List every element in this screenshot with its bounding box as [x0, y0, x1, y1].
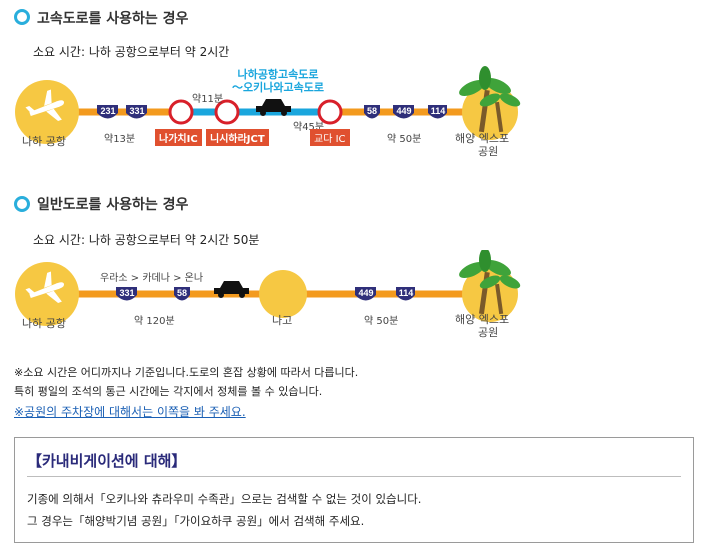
highway-origin-label: 나하 공항 [22, 135, 66, 148]
svg-text:58: 58 [367, 106, 377, 116]
general-dest-label-1: 해양 엑스포 [455, 313, 510, 326]
highway-travel-time: 소요 시간: 나하 공항으로부터 약 2시간 [33, 45, 230, 59]
general-time-left: 약 120분 [134, 316, 175, 327]
general-waypoint-label: 나고 [272, 314, 293, 327]
general-origin-label: 나하 공항 [22, 317, 66, 330]
palm-tree-icon [459, 66, 521, 133]
ic-label-kyoda: 교다 IC [310, 129, 350, 146]
airplane-icon [25, 89, 65, 121]
svg-text:58: 58 [177, 288, 187, 298]
car-nav-info-box: 【카내비게이션에 대해】 기종에 의해서「오키나와 츄라우미 수족관」으로는 검… [14, 437, 694, 543]
route-shield-114: 114 [428, 105, 447, 119]
highway-time-left: 약13분 [104, 134, 136, 145]
ic-label-nishihara: 니시하라JCT [206, 129, 269, 146]
expressway-name: 나하공항고속도로 〜오키나와고속도로 [218, 68, 338, 94]
highway-time-mid: 약45분 [293, 122, 325, 133]
route-shield-331: 331 [126, 105, 147, 119]
palm-tree-icon [459, 250, 521, 315]
general-via-label: 우라소 > 카데나 > 온나 [100, 273, 204, 284]
note-line-1: ※소요 시간은 어디까지나 기준입니다.도로의 혼잡 상황에 따라서 다릅니다. [14, 366, 359, 379]
note-line-2: 특히 평일의 조석의 통근 시간에는 각지에서 정체를 볼 수 있습니다. [14, 385, 323, 398]
airplane-icon [25, 271, 65, 303]
route-shield-331: 331 [116, 287, 137, 301]
route-shield-114: 114 [396, 287, 415, 301]
interchange-marker [317, 99, 343, 125]
highway-time-right: 약 50분 [387, 134, 422, 145]
route-shield-58: 58 [364, 105, 380, 119]
svg-text:331: 331 [129, 106, 144, 116]
highway-dest-label-1: 해양 엑스포 [455, 132, 510, 145]
car-nav-line-2: 그 경우는「해양박기념 공원」「가이요하쿠 공원」에서 검색해 주세요. [27, 514, 365, 528]
route-shield-449: 449 [355, 287, 376, 301]
expressway-name-line2: 〜오키나와고속도로 [232, 81, 324, 94]
route-shield-231: 231 [97, 105, 118, 119]
svg-text:114: 114 [399, 288, 414, 298]
general-route-diagram: 331 58 449 114 [15, 250, 521, 326]
expressway-name-line1: 나하공항고속도로 [237, 68, 319, 81]
route-shield-449: 449 [393, 105, 414, 119]
parking-info-link[interactable]: ※공원의 주차장에 대해서는 이쪽을 봐 주세요. [14, 405, 246, 419]
general-travel-time: 소요 시간: 나하 공항으로부터 약 2시간 50분 [33, 233, 260, 247]
highway-section-title: 고속도로를 사용하는 경우 [37, 11, 189, 27]
svg-text:114: 114 [431, 106, 446, 116]
route-shield-58: 58 [174, 287, 190, 301]
svg-text:449: 449 [396, 106, 411, 116]
svg-text:449: 449 [358, 288, 373, 298]
general-time-right: 약 50분 [364, 316, 399, 327]
car-nav-line-1: 기종에 의해서「오키나와 츄라우미 수족관」으로는 검색할 수 없는 것이 있습… [27, 492, 422, 506]
svg-text:231: 231 [100, 106, 115, 116]
waypoint-circle [259, 270, 307, 318]
general-dest-label-2: 공원 [478, 326, 499, 339]
car-icon [256, 99, 291, 116]
highway-route-diagram: 231 331 58 449 114 [15, 66, 521, 144]
section-bullet-icon [14, 196, 30, 212]
interchange-marker [168, 99, 194, 125]
general-section-title: 일반도로를 사용하는 경우 [37, 197, 189, 213]
svg-text:331: 331 [119, 288, 134, 298]
interchange-marker [214, 99, 240, 125]
car-nav-divider [27, 476, 681, 477]
section-bullet-icon [14, 9, 30, 25]
car-icon [214, 281, 249, 298]
highway-dest-label-2: 공원 [478, 145, 499, 158]
car-nav-title: 【카내비게이션에 대해】 [27, 452, 187, 470]
highway-time-top: 약11분 [192, 94, 224, 105]
ic-label-nakachi: 나가치IC [155, 129, 202, 146]
